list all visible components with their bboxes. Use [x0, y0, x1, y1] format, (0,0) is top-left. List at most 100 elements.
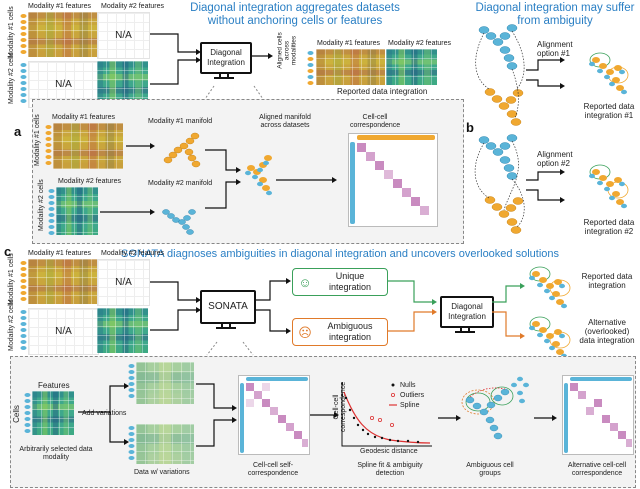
panel-b-option1-label: Alignment option #1: [537, 40, 573, 58]
alternative-correspondence-label: Alternative cell-cell correspondence: [567, 462, 627, 477]
ambiguous-groups-label: Ambiguous cell groups: [466, 462, 514, 477]
sonata-detail-box: [10, 356, 636, 488]
top-mod2-features-label: Modality #2 features: [101, 3, 165, 10]
add-variations-label: Add variations: [82, 410, 127, 417]
panel-c-mod1-features-label: Modality #1 features: [28, 250, 92, 257]
panel-b-reported1-manifold: [589, 52, 629, 95]
spline-x-axis-label: Geodesic distance: [360, 448, 418, 455]
spline-fit-label: Spline fit & ambiguity detection: [357, 462, 423, 477]
legend-spline: Spline: [400, 402, 420, 409]
panel-c-mod2-features-label: Modality #2 features: [101, 250, 165, 257]
blue-cells-icon: [20, 310, 27, 350]
panel-a-callout-icon: [204, 85, 264, 100]
spline-curve: [343, 391, 431, 444]
features-label: Features: [38, 381, 70, 390]
panel-c-monitor-stand-icon: [455, 326, 475, 333]
panel-a-mod2-heatmap: [56, 187, 98, 235]
top-title: Diagonal integration aggregates datasets…: [160, 2, 430, 28]
panel-c-na-box-1: N/A: [97, 259, 150, 306]
variation1-heatmap: [136, 362, 194, 404]
sonata-detail-callout-icon: [206, 341, 254, 356]
panel-c-alternative-label: Alternative (overlooked) data integratio…: [579, 318, 635, 345]
panel-b-blue-manifold-1: [478, 24, 518, 70]
top-reported-mod1-features-label: Modality #1 features: [317, 40, 381, 47]
panel-a-mod1-manifold-label: Modality #1 manifold: [148, 118, 213, 125]
panel-a-mod1-cell-markers: [45, 124, 52, 168]
top-reported-label: Reported data integration: [337, 87, 428, 96]
panel-b-reported1-label: Reported data integration #1: [583, 102, 635, 120]
null-points: [344, 383, 420, 444]
arbitrary-modality-label: Arbitrarily selected data modality: [19, 446, 93, 461]
ambiguous-groups-manifold: [461, 376, 529, 440]
panel-a-letter: a: [14, 124, 22, 139]
sonata-monitor-stand-icon: [216, 322, 236, 329]
panel-a-mod2-cell-markers: [48, 188, 55, 235]
top-mod1-cell-markers: [20, 13, 27, 55]
smile-icon: ☺: [298, 274, 312, 290]
variation1-cell-markers: [128, 363, 135, 403]
top-monitor-stand-icon: [214, 72, 234, 79]
panel-c-letter: c: [4, 244, 12, 259]
blue-cells-icon: [48, 189, 55, 235]
ambiguous-integration-box: ☹ Ambiguous integration: [292, 318, 388, 346]
variation2-cell-markers: [128, 425, 135, 465]
alternative-correspondence-matrix: [562, 375, 634, 455]
panel-b-orange-manifold-1: [484, 88, 524, 126]
blue-cells-icon: [128, 426, 135, 460]
alternative-correspondence-icon: [564, 377, 632, 453]
self-correspondence-matrix: [238, 375, 310, 455]
panel-b-title-line2: from ambiguity: [517, 15, 593, 27]
panel-c-alternative-manifold: [529, 316, 571, 359]
detail-cell-markers: [24, 392, 31, 436]
panel-a-mod1-features-label: Modality #1 features: [52, 114, 116, 121]
panel-c-mod2-cell-markers: [20, 309, 27, 351]
blue-cells-icon: [128, 364, 135, 398]
top-reported-mod2-heatmap: [386, 49, 437, 85]
variation2-heatmap: [136, 424, 194, 464]
orange-cells-icon: [20, 14, 27, 54]
data-w-variations-label: Data w/ variations: [134, 469, 190, 476]
panel-c-reported-manifold: [529, 266, 571, 309]
orange-cells-icon: [20, 261, 27, 301]
panel-b-reported2-label: Reported data integration #2: [583, 218, 635, 236]
mod2-manifold-icon: [162, 209, 196, 235]
top-title-line2: without anchoring cells or features: [207, 15, 383, 27]
panel-b-title-line1: Diagonal integration may suffer: [475, 2, 635, 14]
top-reported-mod2-features-label: Modality #2 features: [388, 40, 452, 47]
top-diagonal-integration-box: Diagonal Integration: [200, 42, 252, 74]
panel-c-reported-label: Reported data integration: [581, 272, 633, 290]
panel-c-diagonal-integration-box: Diagonal Integration: [440, 296, 494, 328]
panel-c-title: SONATA diagnoses ambiguities in diagonal…: [120, 248, 560, 260]
top-title-line1: Diagonal integration aggregates datasets: [190, 2, 400, 14]
legend-outliers: Outliers: [400, 392, 425, 399]
spline-plot-axes: [341, 382, 432, 447]
self-correspondence-icon: [240, 377, 308, 453]
self-correspondence-label: Cell-cell self-correspondence: [247, 462, 299, 477]
panel-b-orange-manifold-2: [484, 196, 524, 234]
detail-heatmap: [32, 391, 74, 435]
unique-integration-box: ☺ Unique integration: [292, 268, 388, 296]
mod1-manifold-icon: [163, 132, 201, 168]
top-mod1-heatmap: [28, 12, 97, 57]
panel-c-mod1-heatmap: [28, 259, 97, 304]
panel-a-mod2-manifold-label: Modality #2 manifold: [148, 180, 213, 187]
panel-c-mod1-cell-markers: [20, 260, 27, 302]
blue-cells-icon: [20, 63, 27, 103]
orange-cells-icon: [45, 125, 52, 165]
ambiguous-integration-label: Ambiguous integration: [327, 321, 373, 342]
panel-a-correspondence-label: Cell-cell correspondence: [350, 114, 401, 129]
correspondence-diagonal-icon: [350, 135, 435, 224]
blue-cells-icon: [24, 393, 31, 433]
mixed-cells-icon: [307, 51, 314, 85]
panel-a-aligned-manifold-label: Aligned manifold across datasets: [259, 114, 311, 129]
frown-icon: ☹: [298, 324, 312, 340]
panel-b-reported2-manifold: [589, 164, 629, 209]
panel-a-mod1-heatmap: [53, 123, 123, 169]
top-mod1-features-label: Modality #1 features: [28, 3, 92, 10]
legend-nulls: Nulls: [400, 382, 416, 389]
